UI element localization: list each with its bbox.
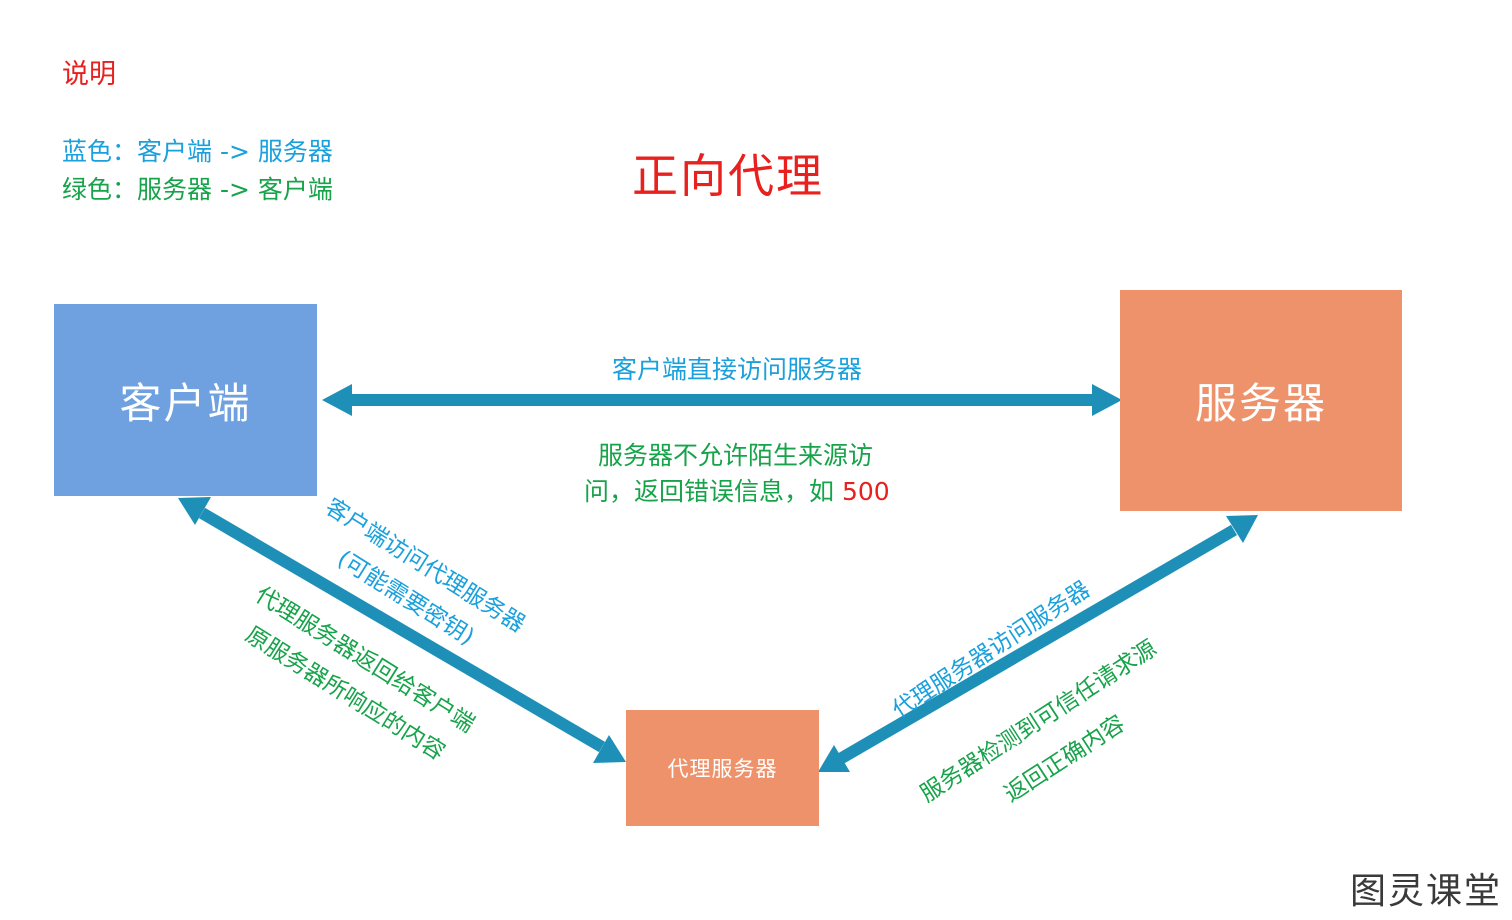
client-node-label: 客户端 [119,378,252,428]
proxy-server-arrow [818,515,1258,772]
direct-arrow [322,384,1122,416]
proxy-node-label: 代理服务器 [667,757,778,781]
legend-blue-line: 蓝色：客户端 -> 服务器 [62,137,333,166]
client-proxy-arrow [178,497,626,763]
diagram-title: 正向代理 [632,149,824,203]
reject-label-text: 问，返回错误信息，如 [584,477,842,506]
server-node: 服务器 [1120,290,1402,511]
legend-green-line: 绿色：服务器 -> 客户端 [62,175,333,204]
direct-access-label: 客户端直接访问服务器 [612,355,863,384]
error-code: 500 [841,477,890,506]
watermark: 图灵课堂 [1349,871,1502,912]
client-node: 客户端 [54,304,317,496]
legend-title: 说明 [62,59,116,90]
reject-label-line1: 服务器不允许陌生来源访 [598,441,874,470]
reject-label-line2: 问，返回错误信息，如 500 [584,472,890,508]
server-node-label: 服务器 [1194,379,1327,428]
proxy-node: 代理服务器 [626,710,819,826]
